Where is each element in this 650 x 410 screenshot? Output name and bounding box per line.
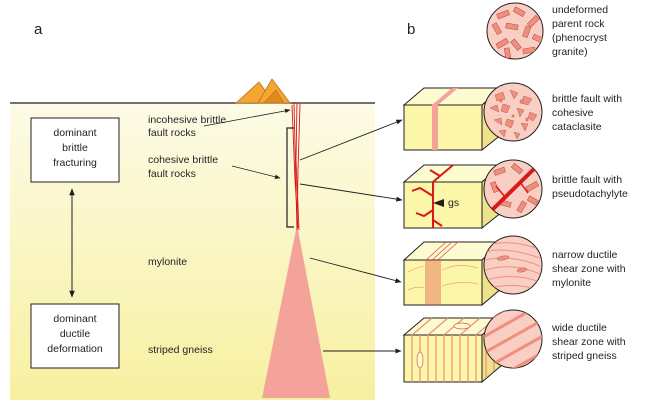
label-cohesive-2: fault rocks <box>148 168 196 180</box>
caption-5-line3: striped gneiss <box>552 350 617 362</box>
box-brittle-line1: dominant <box>53 127 96 139</box>
caption-2-line2: cohesive <box>552 107 594 119</box>
label-cohesive-1: cohesive brittle <box>148 154 218 166</box>
panel-b-letter: b <box>407 21 415 38</box>
connector-arrows <box>299 119 403 354</box>
caption-4-line2: shear zone with <box>552 263 626 275</box>
ductile-shear-zone <box>262 225 330 398</box>
undeformed-granite-circle <box>486 2 544 60</box>
box-brittle-line2: brittle <box>62 142 88 154</box>
cohesive-leader <box>231 165 281 179</box>
label-striped-gneiss: striped gneiss <box>148 344 213 356</box>
caption-5-line1: wide ductile <box>551 322 607 334</box>
box-ductile-line1: dominant <box>53 313 96 325</box>
surface-scarp-icon <box>234 78 291 104</box>
incohesive-leader <box>203 108 291 127</box>
label-mylonite: mylonite <box>148 256 187 268</box>
pseudotachylyte-circle <box>483 159 543 219</box>
cataclasite-circle <box>483 82 543 142</box>
label-incohesive-1: incohesive brittle <box>148 114 226 126</box>
caption-3-line1: brittle fault with <box>552 174 622 186</box>
caption-1-line2: parent rock <box>552 18 605 30</box>
box-ductile-line3: deformation <box>47 343 103 355</box>
box-dominant-brittle: dominant brittle fracturing <box>30 117 120 183</box>
brittle-fault-lines <box>291 102 301 231</box>
panel-a-letter: a <box>34 21 43 38</box>
cohesive-bracket <box>286 127 294 228</box>
caption-1-line3: (phenocryst <box>552 32 607 44</box>
caption-1-line4: granite) <box>552 46 588 58</box>
caption-2-line1: brittle fault with <box>552 93 622 105</box>
box-dominant-ductile: dominant ductile deformation <box>30 303 120 369</box>
box-brittle-line3: fracturing <box>53 157 97 169</box>
caption-4-line1: narrow ductile <box>552 249 618 261</box>
caption-1-line1: undeformed <box>552 4 608 16</box>
caption-2-line3: cataclasite <box>552 121 602 133</box>
caption-3-line2: pseudotachylyte <box>552 188 628 200</box>
caption-5-line2: shear zone with <box>552 336 626 348</box>
label-incohesive-2: fault rocks <box>148 127 196 139</box>
mylonite-circle <box>483 235 543 295</box>
box-ductile-line2: ductile <box>60 328 91 340</box>
gs-label: gs <box>448 197 459 209</box>
caption-4-line3: mylonite <box>552 277 591 289</box>
